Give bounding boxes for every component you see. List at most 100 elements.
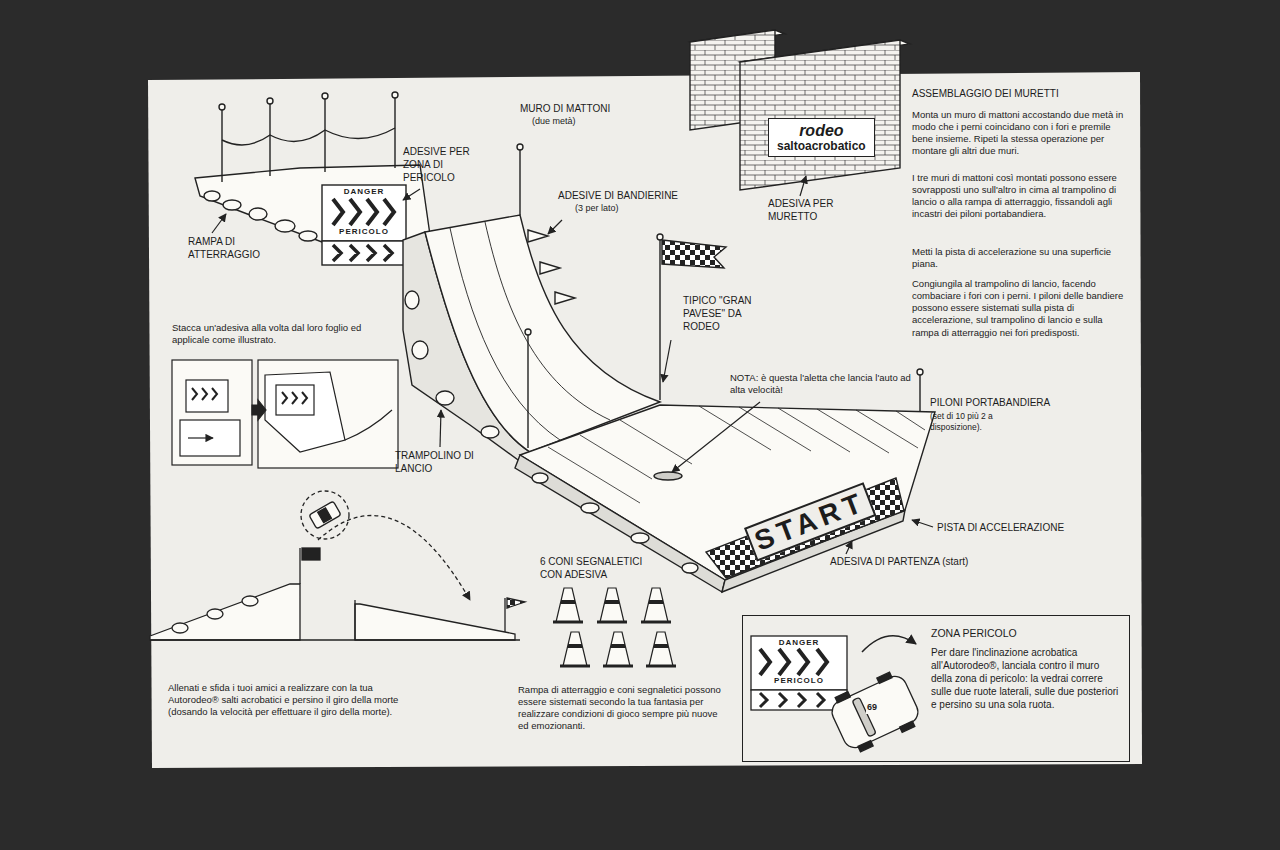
landing-ramp-part [204, 191, 220, 201]
traffic-cones [553, 588, 676, 666]
note-callout: NOTA: è questa l'aletta che lancia l'aut… [730, 372, 915, 396]
acceleration-track-part [682, 563, 698, 573]
instruction-note: Allenati e sfida i tuoi amici a realizza… [168, 682, 400, 718]
danger-zone-art-part [862, 636, 916, 652]
sticker-steps-part [282, 392, 307, 404]
section-heading: ASSEMBLAGGIO DEI MURETTI [912, 88, 1059, 101]
landing-ramp-part [222, 128, 395, 145]
landing-ramp-part [249, 208, 267, 220]
launch-ramp-part [517, 144, 523, 150]
leader-arrows-part [912, 520, 933, 527]
instruction-paragraph: Metti la pista di accelerazione su una s… [912, 246, 1127, 270]
sticker-steps-part [258, 360, 398, 468]
part-label: PISTA DI ACCELERAZIONE [937, 522, 1064, 535]
part-label: TRAMPOLINO DI LANCIO [395, 450, 485, 476]
part-note: (3 per lato) [575, 203, 619, 215]
loop-trick-sketch-part-part [318, 508, 332, 523]
flag-poles-part [659, 240, 660, 400]
instruction-paragraph: I tre muri di mattoni così montati posso… [912, 172, 1127, 221]
part-label: ADESIVA DI PARTENZA (start) [830, 556, 968, 569]
traffic-cones-part [563, 632, 673, 666]
part-label: ADESIVE PER ZONA DI PERICOLO [403, 146, 488, 184]
launch-ramp-part [485, 222, 610, 420]
traffic-cones-part [553, 622, 676, 666]
leader-arrows-part [403, 189, 420, 200]
landing-ramp-part [322, 93, 328, 99]
landing-ramp-part [394, 98, 395, 168]
danger-zone-art-part [760, 649, 827, 675]
danger-sign-art-part [333, 245, 392, 261]
launch-ramp-part [481, 426, 499, 438]
launch-ramp-part [528, 230, 575, 304]
danger-sign: DANGERPERICOLO [322, 185, 406, 239]
danger-sign-art [322, 185, 406, 265]
part-note: (set di 10 più 2 a disposizione). [930, 411, 1045, 433]
car-number: 69 [866, 702, 878, 714]
flag-poles [657, 234, 923, 412]
leader-arrows-part [548, 220, 562, 234]
leader-arrows-part [212, 214, 226, 233]
loop-trick-sketch-part [302, 548, 320, 560]
loop-trick-sketch [150, 491, 525, 640]
loop-trick-sketch-part [299, 548, 300, 584]
landing-ramp-part [221, 110, 222, 182]
landing-ramp-part [275, 220, 295, 232]
loop-trick-sketch-part-part [309, 501, 341, 529]
part-label: TIPICO "GRAN PAVESE" DA RODEO [683, 295, 778, 333]
loop-trick-sketch-part [507, 598, 525, 608]
sign-text: PERICOLO [324, 227, 404, 237]
acceleration-track-part [532, 473, 548, 483]
loop-trick-sketch-part [355, 604, 515, 640]
danger-zone-art-part-part [858, 741, 873, 752]
landing-ramp-part [219, 104, 225, 110]
landing-ramp-part [324, 99, 325, 172]
sign-text: PERICOLO [753, 676, 845, 686]
danger-sign: DANGERPERICOLO [751, 636, 847, 688]
box-heading: ZONA PERICOLO [931, 626, 1121, 640]
sticker-steps-part [180, 420, 240, 456]
loop-trick-sketch-part [318, 516, 470, 601]
launch-ramp-part [450, 228, 560, 440]
sticker-steps-part [345, 410, 392, 440]
part-label: ADESIVA PER MURETTO [768, 198, 868, 224]
danger-zone-art-part-part [835, 692, 850, 703]
traffic-cones-part [561, 602, 668, 646]
brick-walls [690, 30, 910, 190]
sticker-steps-part [265, 372, 345, 452]
danger-sign-art-part [322, 241, 406, 265]
launch-ramp-part [527, 335, 528, 448]
loop-trick-sketch-part [207, 609, 223, 619]
acceleration-track-part [581, 503, 599, 513]
part-label: 6 CONI SEGNALETICI CON ADESIVA [540, 556, 655, 582]
danger-zone-art-part-part [900, 721, 915, 732]
instruction-note: Rampa di atterraggio e coni segnaletici … [518, 684, 728, 733]
danger-zone-art-part-part [877, 672, 892, 683]
danger-zone-art-part-part [828, 672, 922, 751]
part-label: RAMPA DI ATTERRAGGIO [188, 236, 283, 262]
leader-arrows-part [846, 541, 852, 554]
instruction-paragraph: Congiungila al trampolino di lancio, fac… [912, 278, 1127, 339]
flag-poles-part [657, 234, 663, 240]
danger-zone-art [751, 636, 924, 756]
sticker-steps-part [276, 385, 314, 415]
sticker-subtitle: saltoacrobatico [777, 139, 866, 153]
danger-sign-art-part [322, 185, 406, 241]
flag-poles-part [662, 240, 726, 268]
launch-ramp-part [519, 150, 520, 215]
launch-ramp-part [525, 329, 531, 335]
sticker-title: rodeo [777, 122, 866, 139]
sticker-steps-part [192, 388, 217, 400]
loop-trick-sketch-part [172, 623, 188, 633]
part-label: PILONI PORTABANDIERA [930, 397, 1050, 410]
landing-ramp-part [223, 200, 241, 210]
loop-trick-sketch-part [309, 501, 341, 529]
part-label: MURO DI MATTONI [520, 103, 610, 116]
landing-ramp-part [392, 92, 398, 98]
leader-arrows-part [672, 402, 760, 472]
traffic-cones-part [556, 588, 668, 622]
acceleration-track-part [654, 472, 682, 480]
sticker-steps-part [172, 360, 252, 465]
instruction-paragraph: Monta un muro di mattoni accostando due … [912, 109, 1127, 158]
instruction-note: Stacca un'adesiva alla volta dal loro fo… [172, 322, 387, 346]
